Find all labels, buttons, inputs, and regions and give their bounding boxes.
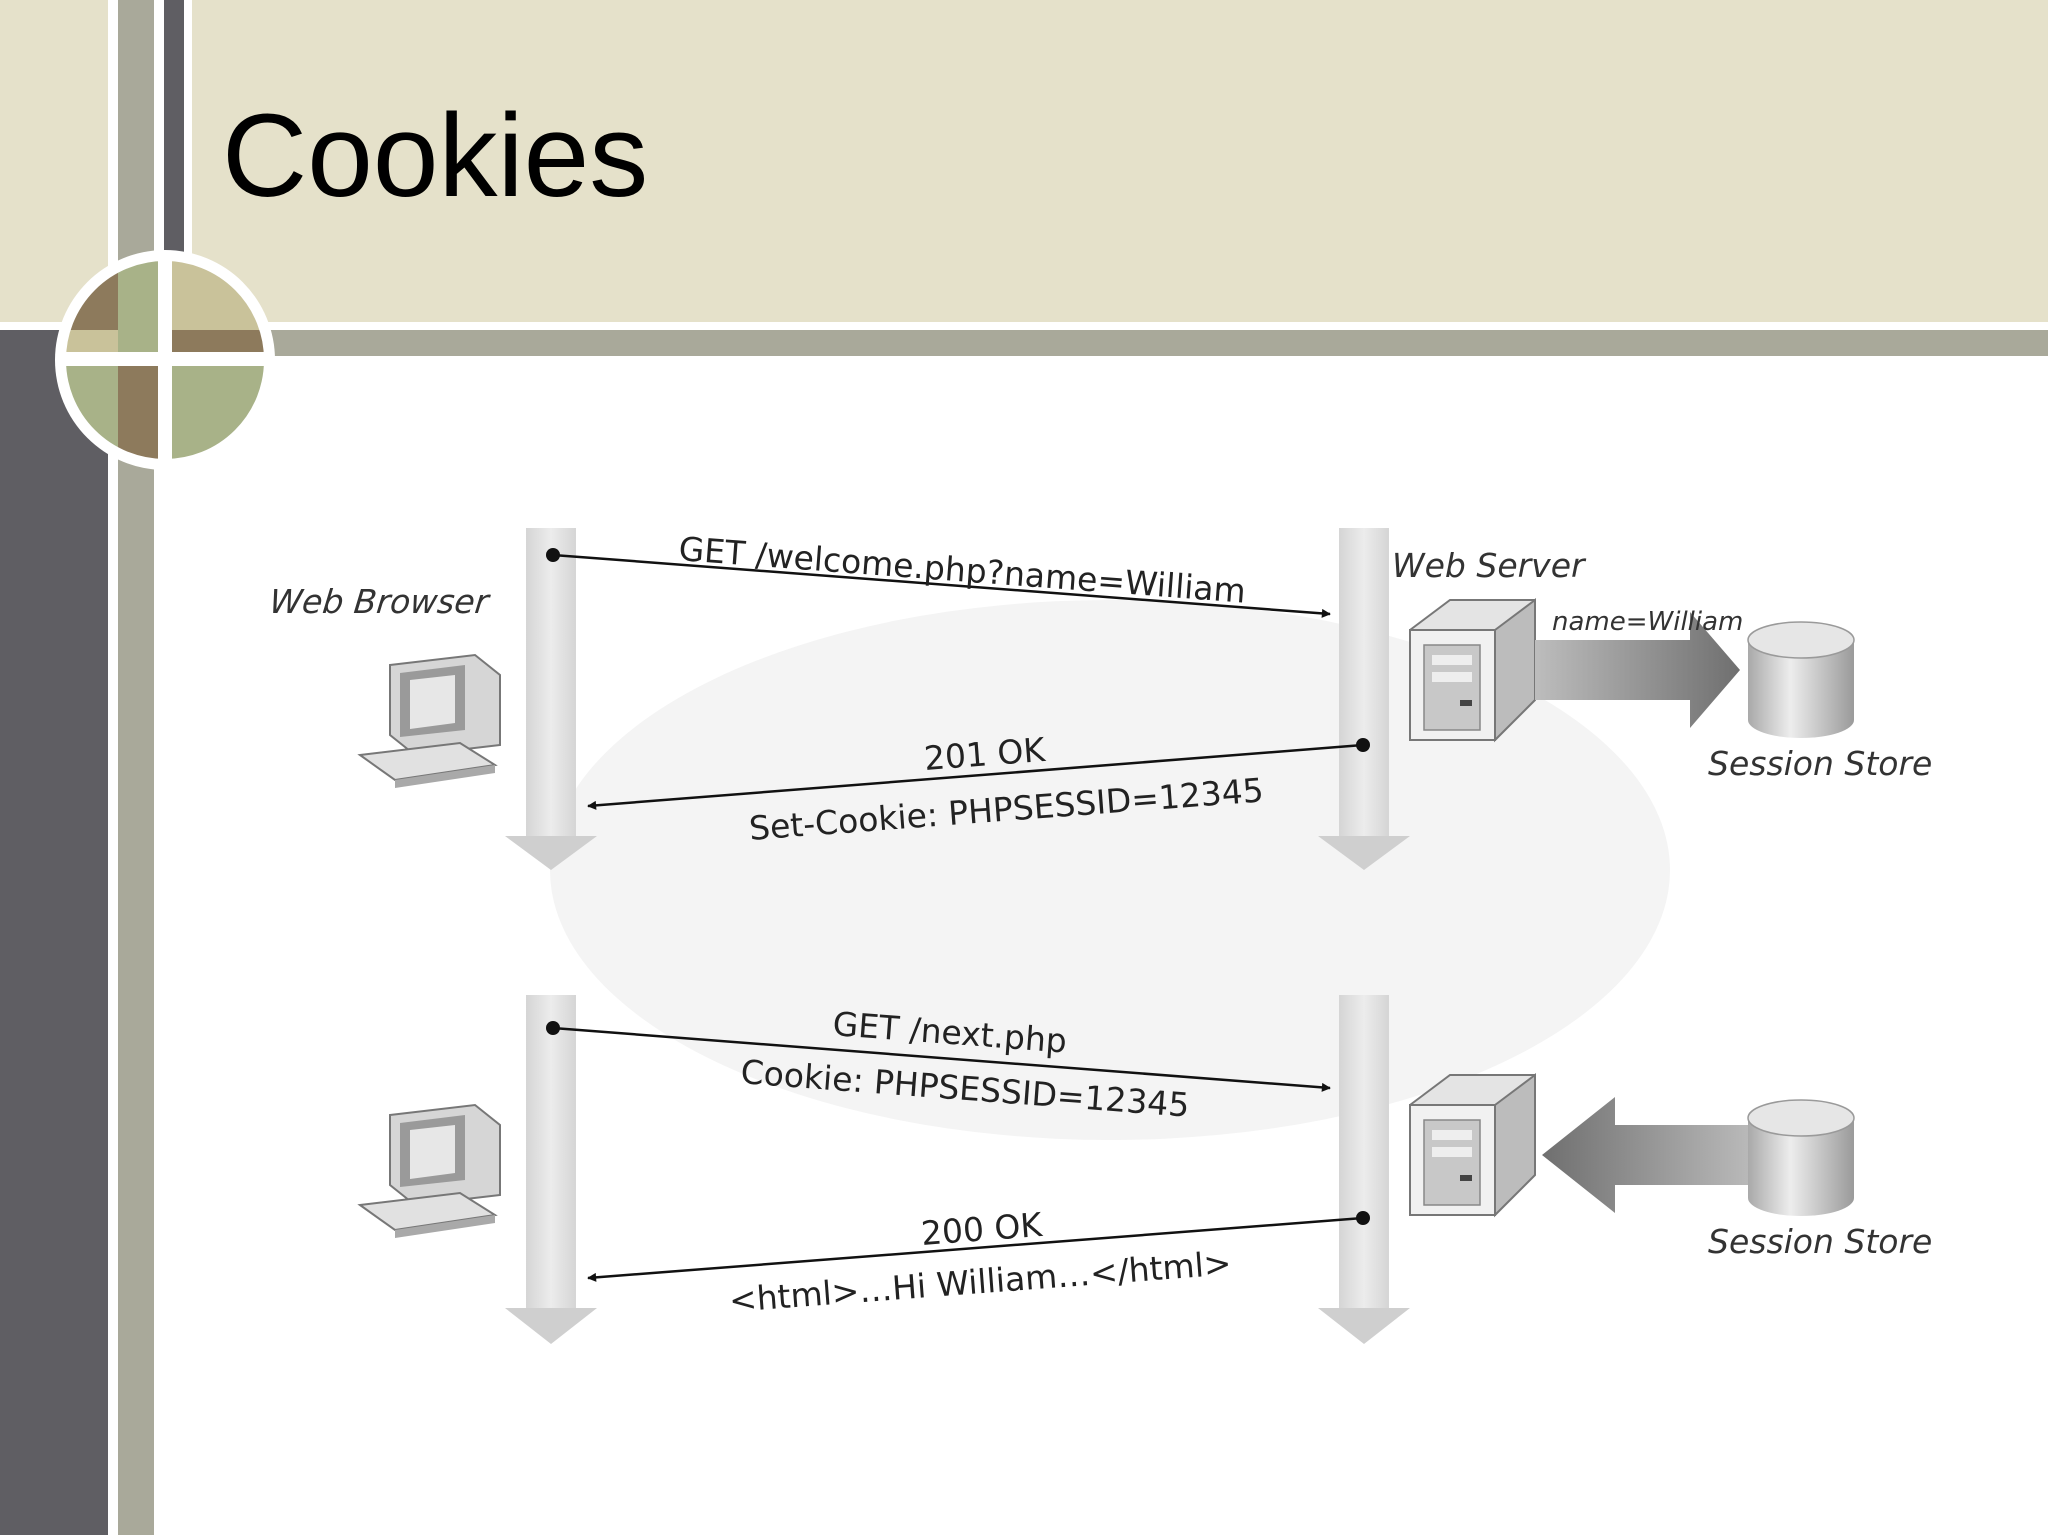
web-server-label: Web Server [1392, 546, 1587, 585]
header-rule-stripe [110, 330, 2048, 356]
computer-icon [357, 653, 501, 788]
store-write-arrow [1535, 612, 1740, 728]
left-dark-bar [0, 330, 108, 1535]
web-browser-label: Web Browser [268, 582, 493, 621]
database-cylinder-icon [1747, 1099, 1855, 1216]
browser-lifeline-top [505, 528, 597, 870]
vertical-stripe-d [164, 0, 184, 330]
server-lifeline-bottom [1318, 995, 1410, 1344]
server-icon [1409, 598, 1536, 743]
response-1-status: 201 OK [923, 730, 1048, 778]
response-origin-dot-2 [1356, 1211, 1370, 1225]
vertical-stripe-c [154, 0, 164, 1535]
server-lifeline-top [1318, 528, 1410, 870]
session-store-label-2: Session Store [1708, 1222, 1932, 1261]
header-band [0, 0, 2048, 322]
response-2-status: 200 OK [920, 1205, 1045, 1253]
background-cloud [550, 600, 1670, 1140]
request-origin-dot-1 [546, 548, 560, 562]
browser-lifeline-bottom [505, 995, 597, 1344]
slide-title: Cookies [222, 90, 649, 222]
response-arrow-2 [587, 1216, 1364, 1282]
request-origin-dot-2 [546, 1021, 560, 1035]
computer-icon [357, 1103, 501, 1238]
header-rule-white [0, 322, 2048, 330]
server-icon [1409, 1073, 1536, 1218]
request-arrow-1 [552, 553, 1331, 618]
response-arrow-1 [587, 743, 1364, 810]
request-1-line: GET /welcome.php?name=William [677, 529, 1247, 611]
store-read-arrow [1542, 1097, 1760, 1213]
session-store-label-1: Session Store [1708, 744, 1932, 783]
vertical-stripe-a [108, 0, 118, 1535]
request-arrow-2 [552, 1026, 1331, 1092]
response-origin-dot-1 [1356, 738, 1370, 752]
vertical-stripe-e [184, 0, 192, 330]
response-2-body: <html>…Hi William…</html> [728, 1243, 1233, 1320]
database-cylinder-icon [1747, 621, 1855, 738]
store-write-label: name=William [1552, 607, 1743, 637]
